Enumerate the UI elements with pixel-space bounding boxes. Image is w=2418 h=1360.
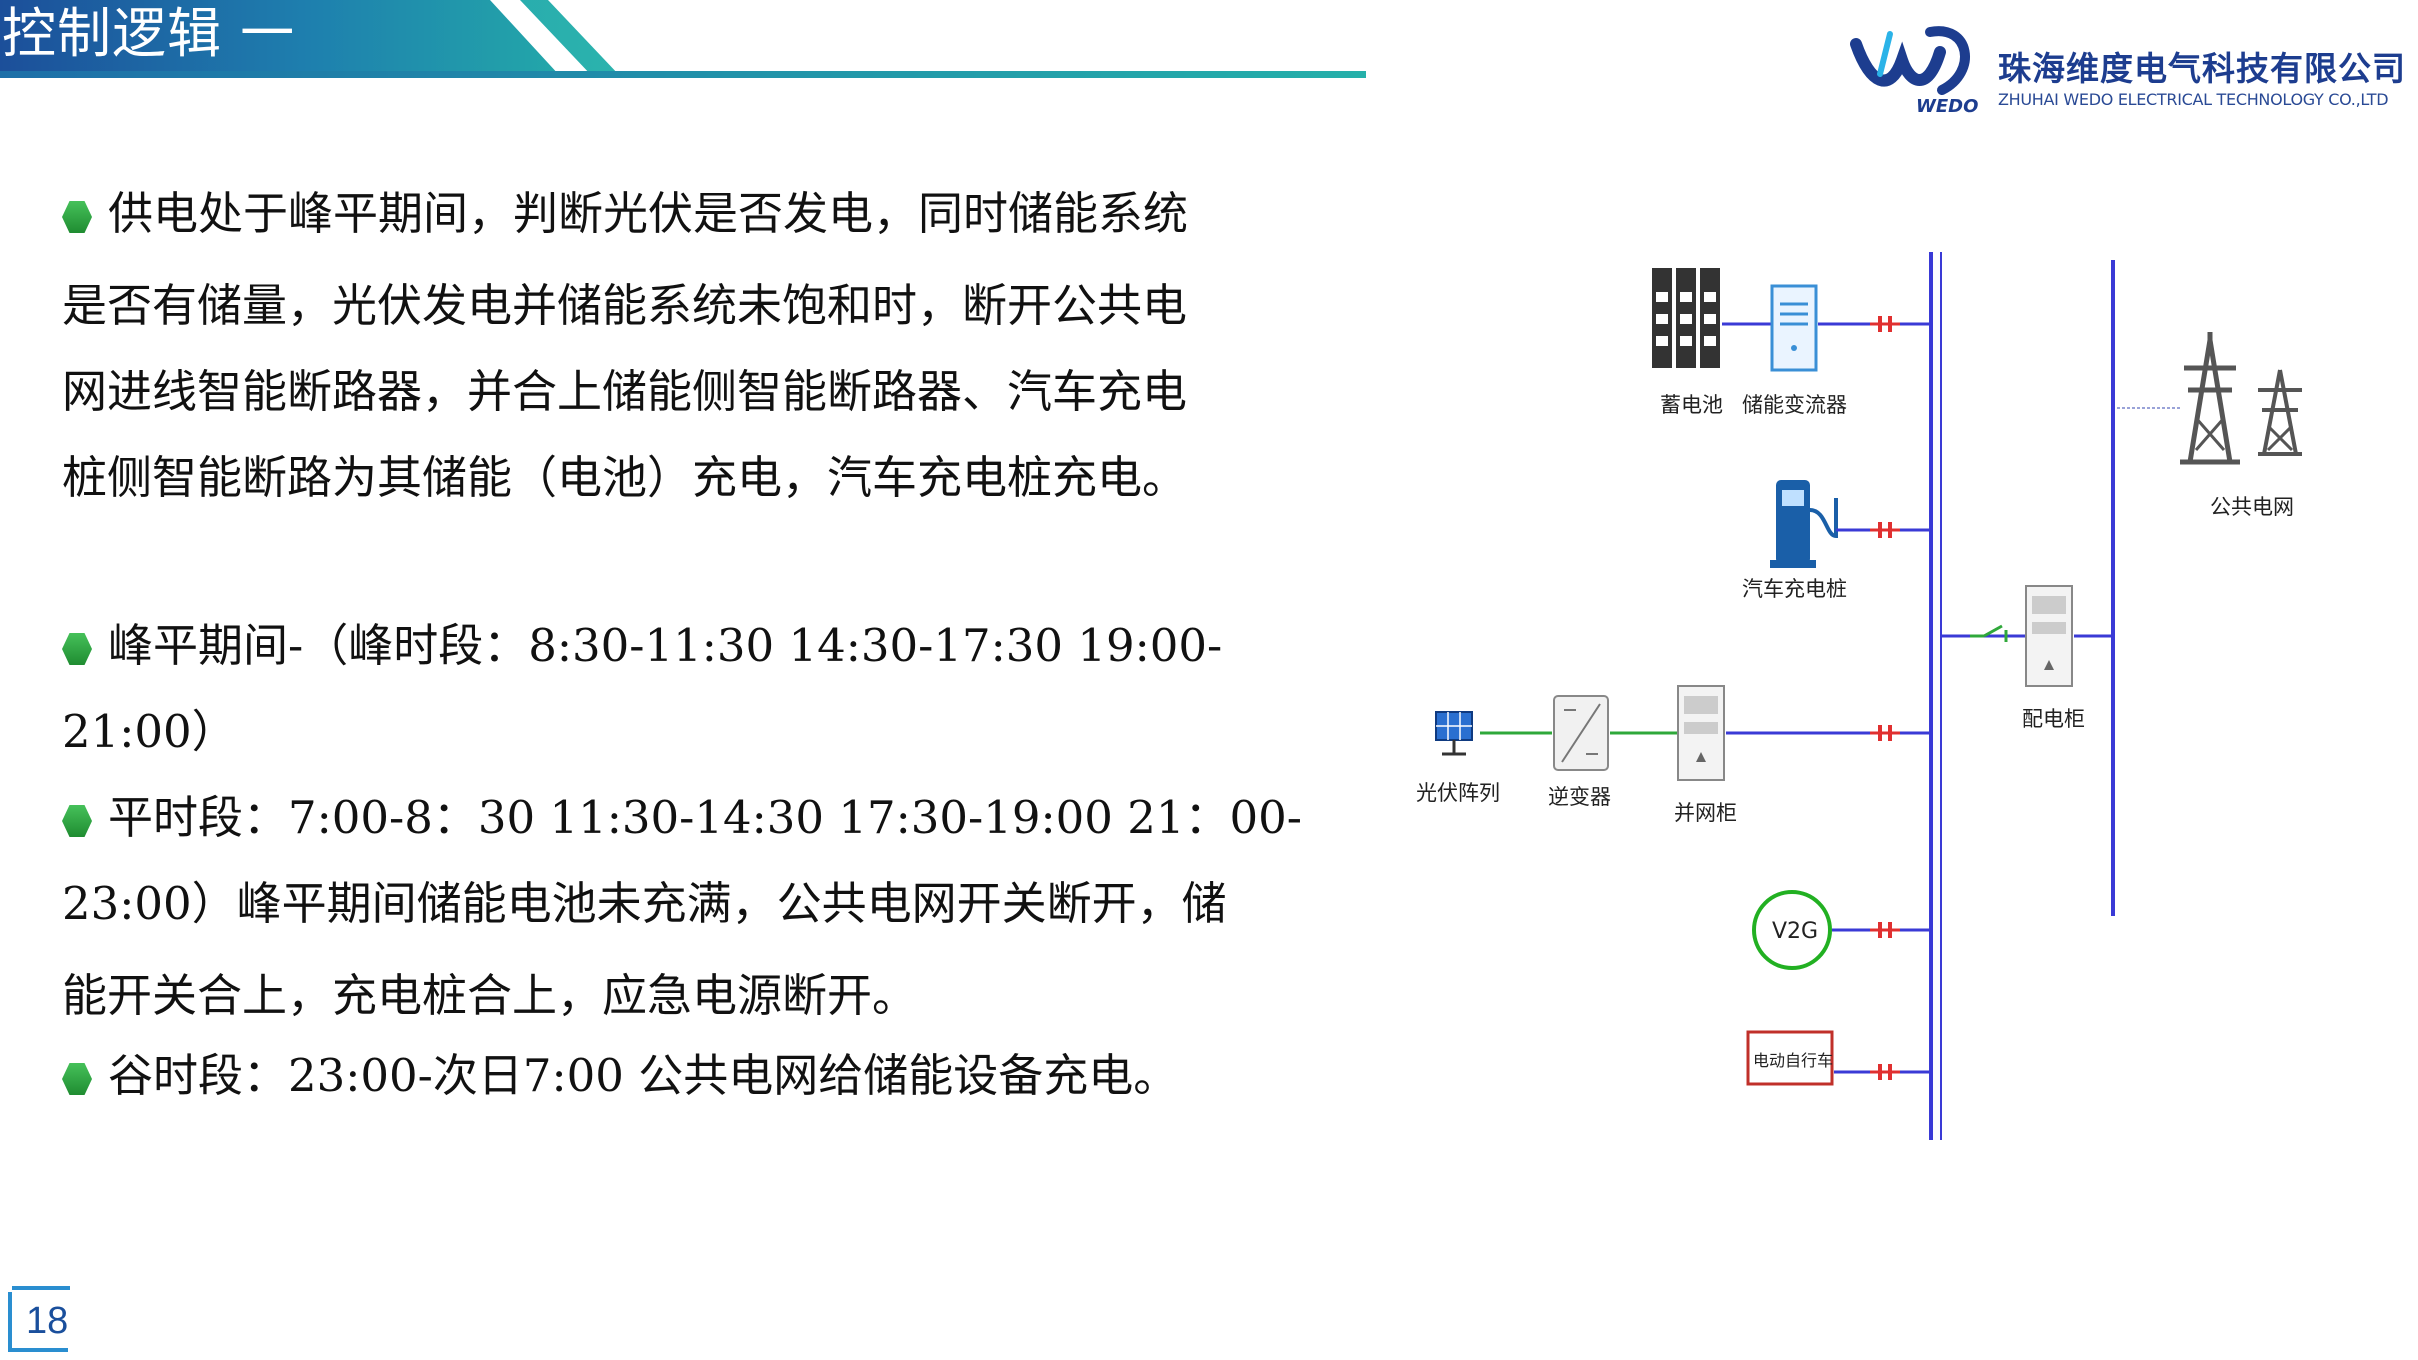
title-underline [0, 71, 1366, 78]
ebike-box [1746, 1030, 1834, 1086]
bullet-icon [62, 805, 92, 837]
paragraph-3-line-2: 23:00）峰平期间储能电池未充满，公共电网开关断开，储 [62, 876, 1227, 932]
text-line: 网进线智能断路器，并合上储能侧智能断路器、汽车充电 [62, 365, 1188, 418]
text-line: 谷时段：23:00-次日7:00 公共电网给储能设备充电。 [108, 1049, 1179, 1102]
text-line: 桩侧智能断路为其储能（电池）充电，汽车充电桩充电。 [62, 451, 1188, 504]
title-band [0, 0, 560, 76]
label-distribution-cabinet: 配电柜 [2022, 707, 2085, 731]
v2g-icon [1752, 890, 1832, 970]
company-name-cn: 珠海维度电气科技有限公司 [1998, 49, 2406, 88]
wedo-logo-mark: WEDO [1850, 26, 1978, 114]
label-public-grid: 公共电网 [2210, 495, 2294, 519]
label-battery: 蓄电池 [1660, 393, 1723, 417]
text-line: 平时段：7:00-8：30 11:30-14:30 17:30-19:00 21… [108, 791, 1302, 844]
paragraph-2-line-2: 21:00） [62, 704, 237, 760]
label-ev-charger: 汽车充电桩 [1742, 577, 1847, 601]
bullet-icon [62, 201, 92, 233]
label-inverter: 逆变器 [1548, 785, 1611, 809]
bullet-icon [62, 633, 92, 665]
company-logo: WEDO 珠海维度电气科技有限公司 ZHUHAI WEDO ELECTRICAL… [1850, 14, 2410, 124]
logo-wedo-text: WEDO [1916, 96, 1978, 114]
breaker-v2g [1870, 922, 1900, 938]
breaker-pv [1870, 725, 1900, 741]
text-line: 峰平期间-（峰时段：8:30-11:30 14:30-17:30 19:00- [108, 619, 1223, 672]
paragraph-1-line-3: 网进线智能断路器，并合上储能侧智能断路器、汽车充电 [62, 364, 1187, 420]
text-line: 能开关合上，充电桩合上，应急电源断开。 [62, 969, 918, 1022]
page-title: 控制逻辑 一 [2, 2, 296, 65]
paragraph-2-line-1: 峰平期间-（峰时段：8:30-11:30 14:30-17:30 19:00- [62, 618, 1222, 674]
page-number: 18 [26, 1300, 69, 1342]
breaker-charger [1870, 522, 1900, 538]
label-ebike: 电动自行车 [1753, 1051, 1833, 1070]
breaker-pcs [1870, 316, 1900, 332]
bullet-icon [62, 1063, 92, 1095]
breaker-ebike [1870, 1064, 1900, 1080]
pv-panel-icon [1435, 711, 1473, 756]
paragraph-3-line-1: 平时段：7:00-8：30 11:30-14:30 17:30-19:00 21… [62, 790, 1302, 846]
grid-cabinet-icon [1677, 685, 1725, 781]
paragraph-1-line-2: 是否有储量，光伏发电并储能系统未饱和时，断开公共电 [62, 278, 1187, 334]
ev-charger-icon [1770, 480, 1838, 568]
power-tower-icon [2180, 332, 2302, 465]
text-line: 21:00） [62, 705, 237, 758]
battery-icon [1652, 268, 1720, 368]
system-diagram: 蓄电池 储能变流器 汽车充电桩 光伏阵列 [1416, 252, 2302, 1140]
label-grid-cabinet: 并网柜 [1674, 801, 1737, 825]
label-v2g: V2G [1772, 919, 1818, 944]
paragraph-4-line-1: 谷时段：23:00-次日7:00 公共电网给储能设备充电。 [62, 1048, 1178, 1104]
label-pcs: 储能变流器 [1742, 393, 1847, 417]
switch-open [1970, 624, 2008, 642]
paragraph-1-line-1: 供电处于峰平期间，判断光伏是否发电，同时储能系统 [62, 186, 1188, 242]
distribution-cabinet-icon [2025, 585, 2073, 687]
pcs-cabinet-icon [1770, 284, 1818, 372]
inverter-icon [1553, 695, 1609, 771]
text-line: 是否有储量，光伏发电并储能系统未饱和时，断开公共电 [62, 279, 1188, 332]
company-name-en: ZHUHAI WEDO ELECTRICAL TECHNOLOGY CO.,LT… [1998, 90, 2389, 109]
paragraph-3-line-3: 能开关合上，充电桩合上，应急电源断开。 [62, 968, 917, 1024]
text-line: 供电处于峰平期间，判断光伏是否发电，同时储能系统 [108, 187, 1189, 240]
label-pv-array: 光伏阵列 [1416, 781, 1500, 805]
text-line: 23:00）峰平期间储能电池未充满，公共电网开关断开，储 [62, 877, 1227, 930]
page-number-frame [8, 1286, 70, 1352]
paragraph-1-line-4: 桩侧智能断路为其储能（电池）充电，汽车充电桩充电。 [62, 450, 1187, 506]
